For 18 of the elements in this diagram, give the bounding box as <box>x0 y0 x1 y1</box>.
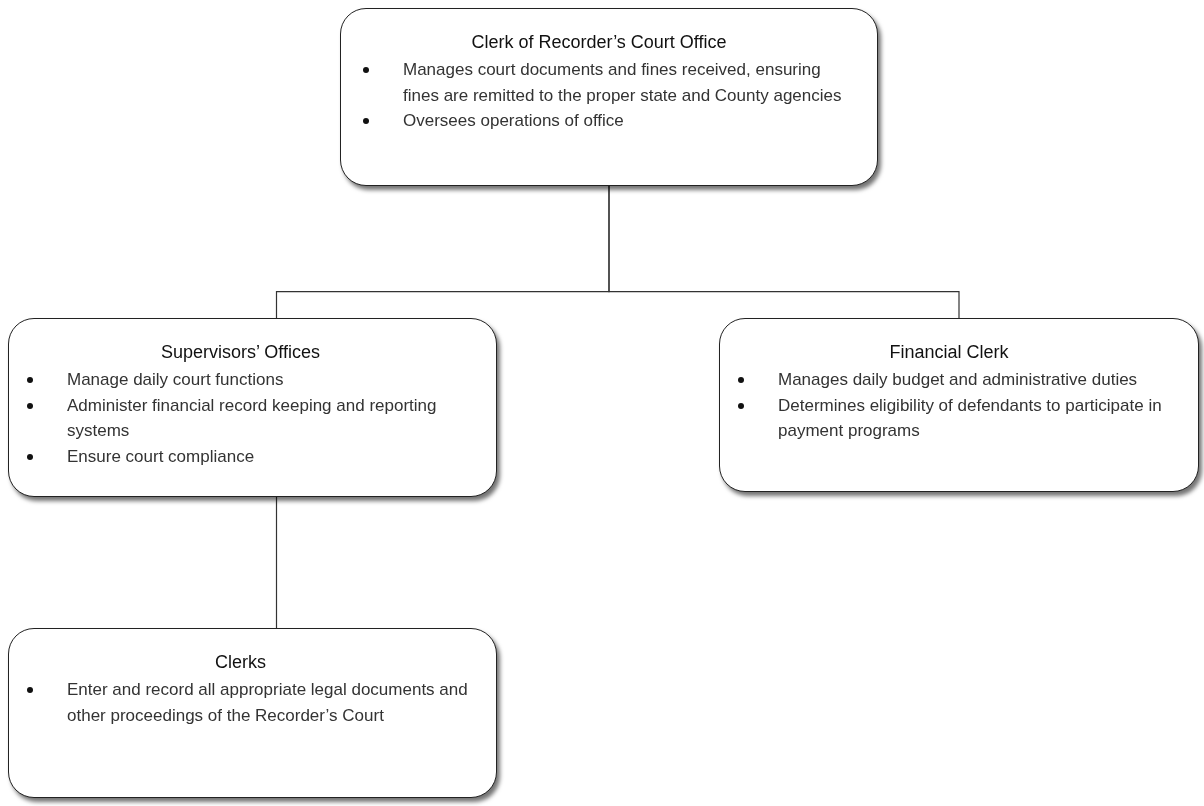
duty-text: Ensure court compliance <box>67 445 255 468</box>
role-box <box>8 318 497 497</box>
duty-text: Manage daily court functions <box>67 369 284 392</box>
connector-line <box>275 496 278 629</box>
role-title: Financial Clerk <box>888 341 1010 364</box>
duty-text: Manages court documents and fines received, ensuring fines are remitted to the proper state and County agencies <box>403 59 843 107</box>
duty-text: Enter and record all appropriate legal documents and other proceedings of the Recorder’s Court <box>67 679 468 727</box>
duty-text: Administer financial record keeping and reporting systems <box>67 394 438 443</box>
role-title: Clerk of Recorder’s Court Office <box>470 31 728 54</box>
role-title: Clerks <box>214 651 267 674</box>
role-box <box>8 628 497 798</box>
duty-text: Manages daily budget and administrative duties <box>778 369 1138 392</box>
role-box <box>719 318 1199 492</box>
role-title: Supervisors’ Offices <box>159 341 322 364</box>
duty-text: Oversees operations of office <box>403 110 624 133</box>
role-box <box>340 8 878 186</box>
connector-line <box>608 185 960 319</box>
duty-text: Determines eligibility of defendants to participate in payment programs <box>778 394 1163 443</box>
